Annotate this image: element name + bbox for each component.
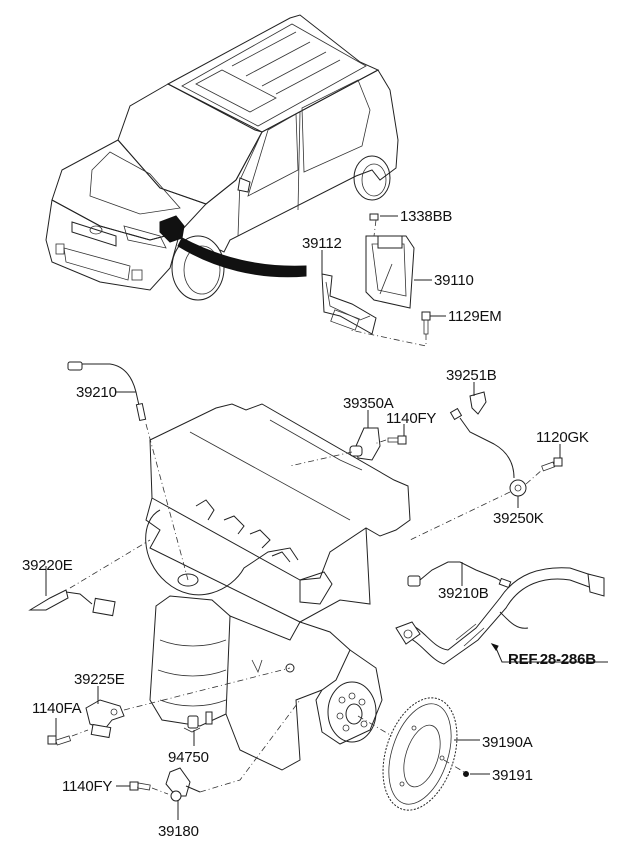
part-label-1129EM[interactable]: 1129EM [448, 308, 502, 325]
ecu-assembly [321, 213, 446, 347]
part-label-1338BB[interactable]: 1338BB [400, 208, 453, 225]
sensor-bracket [47, 667, 291, 746]
part-label-39251B[interactable]: 39251B [446, 367, 497, 384]
part-label-1120GK[interactable]: 1120GK [536, 429, 589, 446]
part-label-39191[interactable]: 39191 [492, 767, 533, 784]
reference-link-exhaust[interactable]: REF.28-286B [508, 651, 596, 668]
part-label-39110[interactable]: 39110 [434, 272, 474, 289]
part-label-39210B[interactable]: 39210B [438, 585, 489, 602]
part-label-39220E[interactable]: 39220E [22, 557, 73, 574]
exhaust-pipe [395, 567, 608, 665]
vehicle-illustration [45, 14, 399, 301]
cam-sensor [289, 410, 407, 467]
part-label-39180[interactable]: 39180 [158, 823, 199, 840]
part-label-39210[interactable]: 39210 [76, 384, 117, 401]
target-wheel [357, 697, 490, 811]
part-label-39250K[interactable]: 39250K [493, 510, 544, 527]
o2-sensor-front [67, 361, 189, 581]
part-label-1140FY-lower[interactable]: 1140FY [62, 778, 113, 795]
part-label-39112[interactable]: 39112 [302, 235, 342, 252]
engine-illustration [145, 403, 411, 771]
part-label-39225E[interactable]: 39225E [74, 671, 125, 688]
oil-pressure-switch [183, 711, 213, 746]
knock-sensor [409, 382, 563, 541]
part-label-94750[interactable]: 94750 [168, 749, 209, 766]
o2-sensor-rear [407, 561, 512, 589]
part-label-39190A[interactable]: 39190A [482, 734, 533, 751]
coolant-temp-sensor [28, 539, 151, 617]
part-label-39350A[interactable]: 39350A [343, 395, 394, 412]
crank-sensor [116, 699, 301, 820]
part-label-1140FY-upper[interactable]: 1140FY [386, 410, 437, 427]
part-label-1140FA[interactable]: 1140FA [32, 700, 82, 717]
